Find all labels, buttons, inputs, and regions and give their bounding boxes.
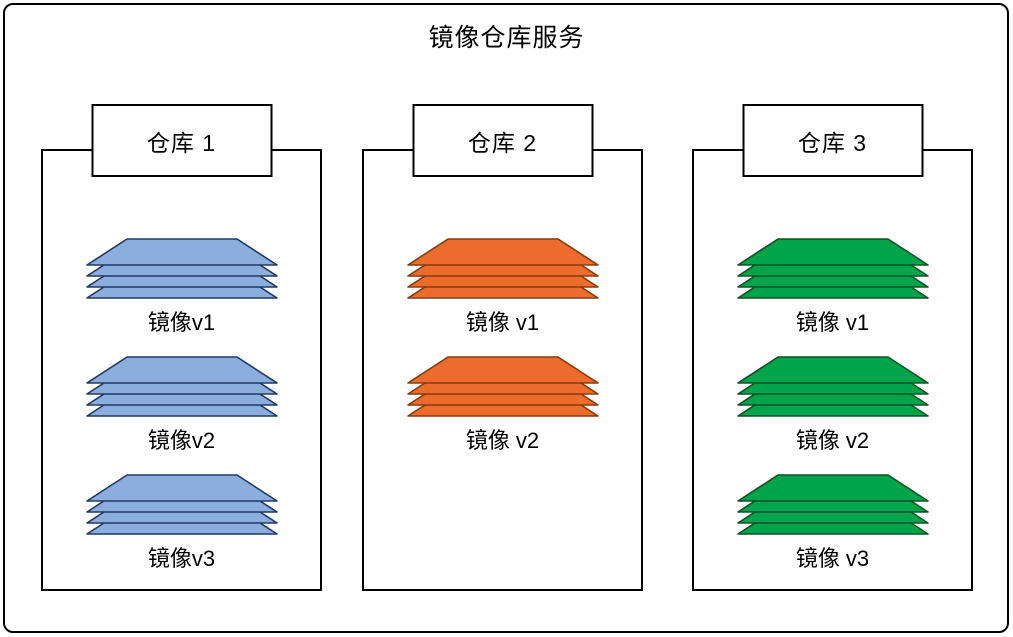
page-title: 镜像仓库服务 [428,24,585,52]
image-label: 镜像 v1 [465,310,540,335]
image-stack-repo1-v2: 镜像v2 [85,355,278,455]
image-layer [736,474,929,502]
image-layer [85,238,278,266]
image-stack-repo1-v1: 镜像v1 [85,237,278,337]
repository-2-label: 仓库 2 [412,104,593,177]
layer-stack-icon [85,474,278,535]
repository-2-box: 仓库 2 镜像 v1 镜像 v2 [362,104,643,591]
image-stack-repo3-v1: 镜像 v1 [736,237,929,337]
image-layer [406,238,599,266]
image-label: 镜像 v1 [795,310,870,335]
repository-3-label: 仓库 3 [742,104,923,177]
image-stack-repo3-v2: 镜像 v2 [736,355,929,455]
image-stack-repo1-v3: 镜像v3 [85,473,278,573]
layer-stack-icon [406,238,599,299]
image-layer [736,356,929,384]
layer-stack-icon [736,238,929,299]
layer-stack-icon [85,238,278,299]
repository-1-label: 仓库 1 [91,104,272,177]
layer-stack-icon [85,356,278,417]
layer-stack-icon [736,474,929,535]
repository-3-box: 仓库 3 镜像 v1 镜像 v2 [692,104,973,591]
image-stack-repo2-v2: 镜像 v2 [406,355,599,455]
image-stack-repo2-v1: 镜像 v1 [406,237,599,337]
repository-1-box: 仓库 1 镜像v1 镜像v2 [41,104,322,591]
image-label: 镜像v1 [147,310,216,335]
layer-stack-icon [406,356,599,417]
image-label: 镜像 v3 [795,546,870,571]
image-stack-repo3-v3: 镜像 v3 [736,473,929,573]
image-label: 镜像 v2 [795,428,870,453]
image-layer [85,474,278,502]
image-label: 镜像v2 [147,428,216,453]
image-label: 镜像 v2 [465,428,540,453]
layer-stack-icon [736,356,929,417]
image-label: 镜像v3 [147,546,216,571]
image-layer [85,356,278,384]
image-layer [406,356,599,384]
image-layer [736,238,929,266]
